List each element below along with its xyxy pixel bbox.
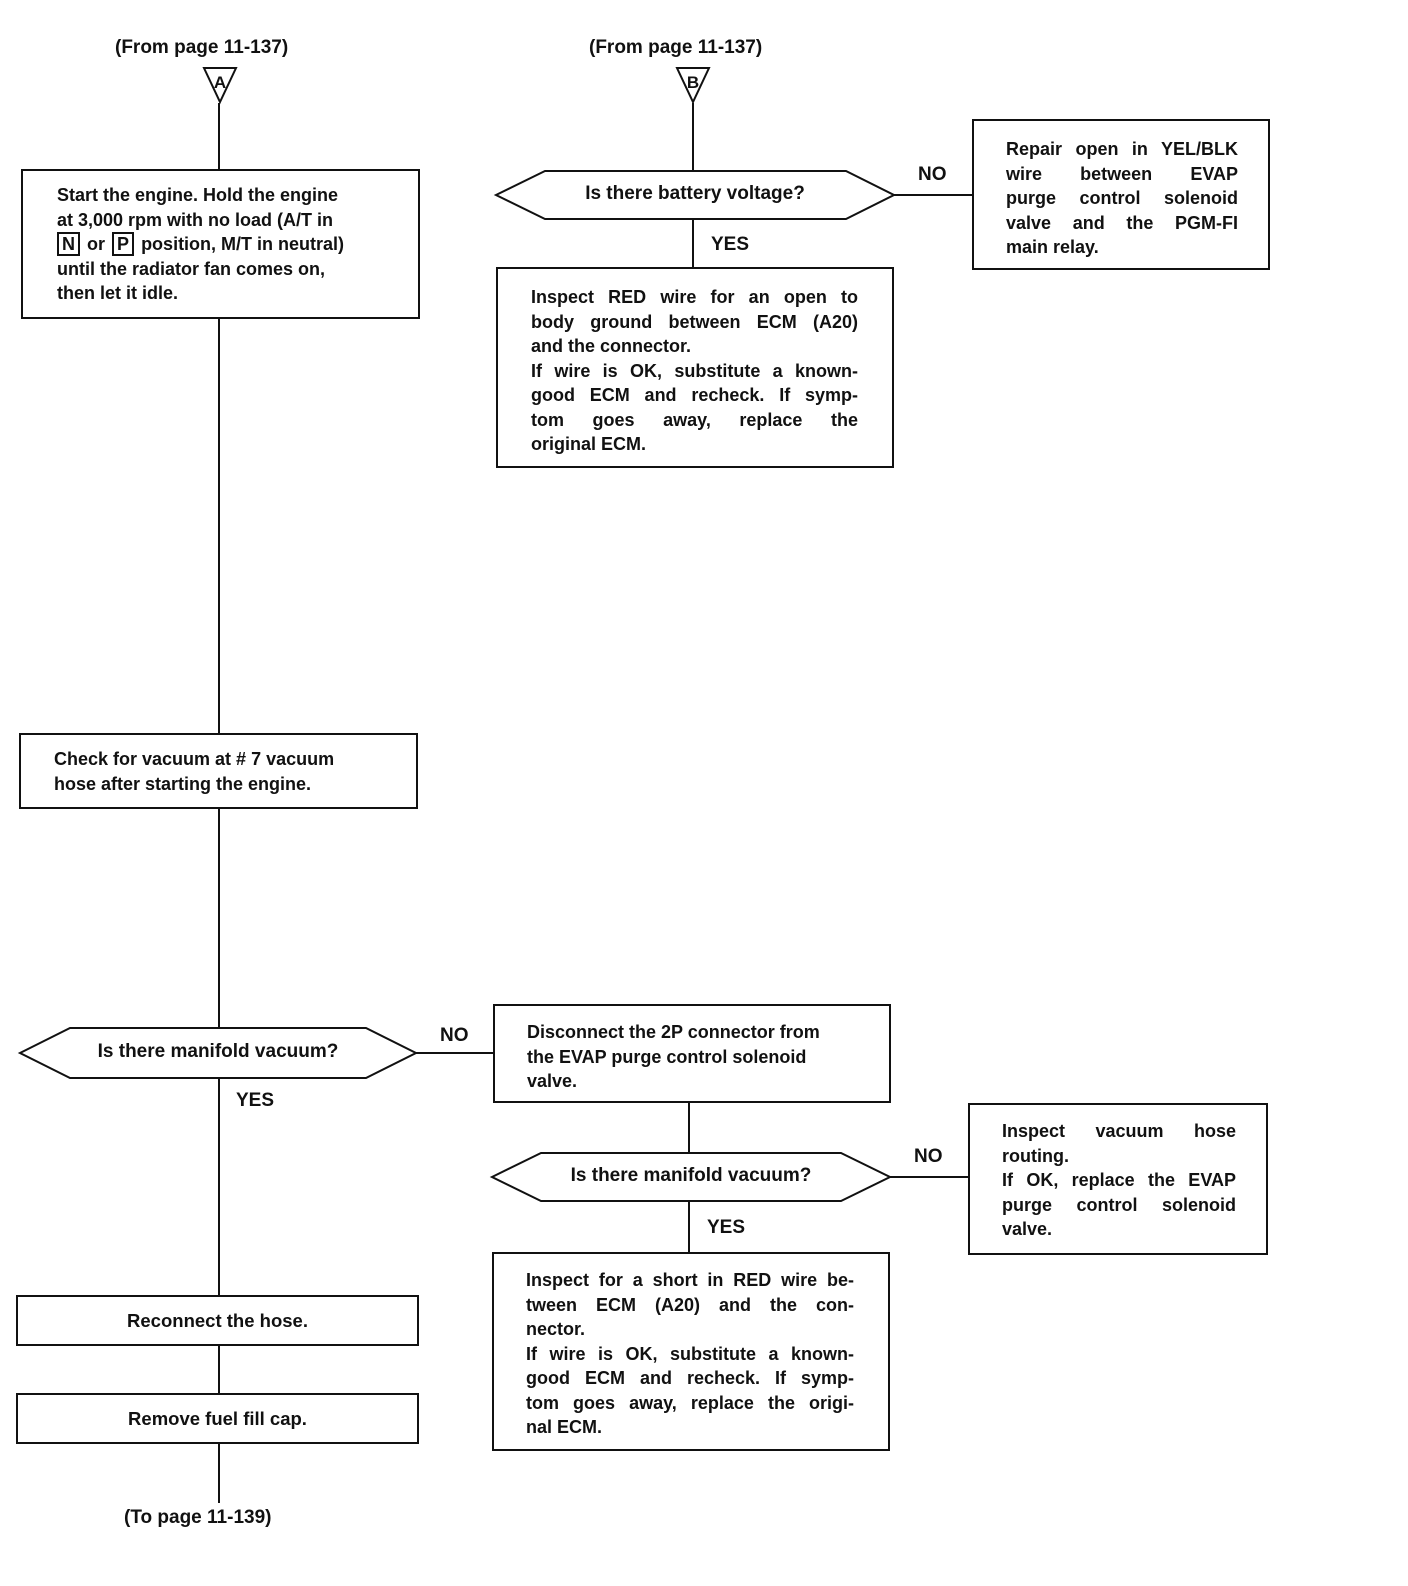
inspect-hose-line3: If OK, replace the EVAP [1002,1170,1236,1190]
step-start-engine: Start the engine. Hold the engine at 3,0… [21,169,420,319]
inspect-red-open-line6: tom goes away, replace the [531,409,858,430]
disconnect-line2: the EVAP purge control solenoid [527,1046,807,1067]
key-n: N [57,232,80,256]
check-vacuum-line2: hose after starting the engine. [54,773,312,794]
repair-open-line4: valve and the PGM-FI [1006,212,1238,233]
offpage-marker-b-letter: B [687,73,699,92]
label-no-manifold-2: NO [914,1146,943,1167]
from-page-a: (From page 11-137) [115,37,289,58]
inspect-hose-line1: Inspect vacuum hose [1002,1121,1236,1141]
check-vacuum-line1: Check for vacuum at # 7 vacuum [54,749,335,769]
label-yes-battery: YES [711,234,750,255]
step-inspect-red-open: Inspect RED wire for an open to body gro… [496,267,894,468]
step-remove-fuel-cap: Remove fuel fill cap. [16,1393,419,1444]
step-disconnect-2p: Disconnect the 2P connector from the EVA… [493,1004,891,1103]
inspect-red-open-line7: original ECM. [531,434,647,454]
inspect-hose-line2: routing. [1002,1145,1069,1166]
step-reconnect-hose: Reconnect the hose. [16,1295,419,1346]
inspect-red-open-line3: and the connector. [531,336,692,356]
to-page-next: (To page 11-139) [124,1507,272,1528]
from-page-b: (From page 11-137) [589,37,763,58]
inspect-short-line4: If wire is OK, substitute a known- [526,1343,854,1364]
decision-manifold-vacuum [17,1027,419,1079]
decision-manifold-vacuum-2 [489,1152,893,1202]
inspect-red-open-line5: good ECM and recheck. If symp- [531,385,858,405]
step-inspect-vacuum-hose: Inspect vacuum hose routing. If OK, repl… [968,1103,1268,1255]
label-no-battery: NO [918,164,947,185]
start-engine-or: or [87,234,106,254]
offpage-marker-b [675,67,711,105]
inspect-red-open-line4: If wire is OK, substitute a known- [531,360,858,381]
key-p: P [112,232,135,256]
question-manifold-vacuum-2: Is there manifold vacuum? [570,1165,812,1186]
repair-open-line2: wire between EVAP [1006,163,1238,184]
inspect-hose-line5: valve. [1002,1219,1053,1239]
offpage-marker-a-letter: A [214,73,226,92]
disconnect-line3: valve. [527,1071,578,1091]
start-engine-line4: until the radiator fan comes on, [57,258,326,279]
start-engine-line1: Start the engine. Hold the engine [57,185,339,205]
label-no-manifold: NO [440,1025,469,1046]
inspect-short-line1: Inspect for a short in RED wire be- [526,1270,854,1290]
label-yes-manifold-2: YES [707,1217,746,1238]
step-repair-open-yel-blk: Repair open in YEL/BLK wire between EVAP… [972,119,1270,270]
inspect-short-line3: nector. [526,1319,586,1339]
decision-battery-voltage [493,170,897,220]
inspect-short-line2: tween ECM (A20) and the con- [526,1294,854,1315]
question-battery-voltage: Is there battery voltage? [585,183,805,204]
step-inspect-red-short: Inspect for a short in RED wire be- twee… [492,1252,890,1451]
label-yes-manifold: YES [236,1090,275,1111]
inspect-red-open-line1: Inspect RED wire for an open to [531,287,858,307]
start-engine-line5: then let it idle. [57,283,179,303]
question-manifold-vacuum: Is there manifold vacuum? [97,1041,339,1062]
inspect-short-line6: tom goes away, replace the origi- [526,1392,854,1413]
offpage-marker-a [202,67,238,105]
repair-open-line5: main relay. [1006,237,1099,257]
inspect-red-open-line2: body ground between ECM (A20) [531,311,858,332]
step-check-vacuum: Check for vacuum at # 7 vacuum hose afte… [19,733,418,809]
inspect-hose-line4: purge control solenoid [1002,1194,1236,1215]
start-engine-line2: at 3,000 rpm with no load (A/T in [57,209,334,230]
inspect-short-line5: good ECM and recheck. If symp- [526,1368,854,1388]
disconnect-line1: Disconnect the 2P connector from [527,1022,820,1042]
start-engine-line3-rest: position, M/T in neutral) [141,234,345,254]
repair-open-line1: Repair open in YEL/BLK [1006,139,1238,159]
repair-open-line3: purge control solenoid [1006,188,1238,208]
inspect-short-line7: nal ECM. [526,1417,603,1437]
start-engine-line3: N or P position, M/T in neutral) [57,232,398,257]
